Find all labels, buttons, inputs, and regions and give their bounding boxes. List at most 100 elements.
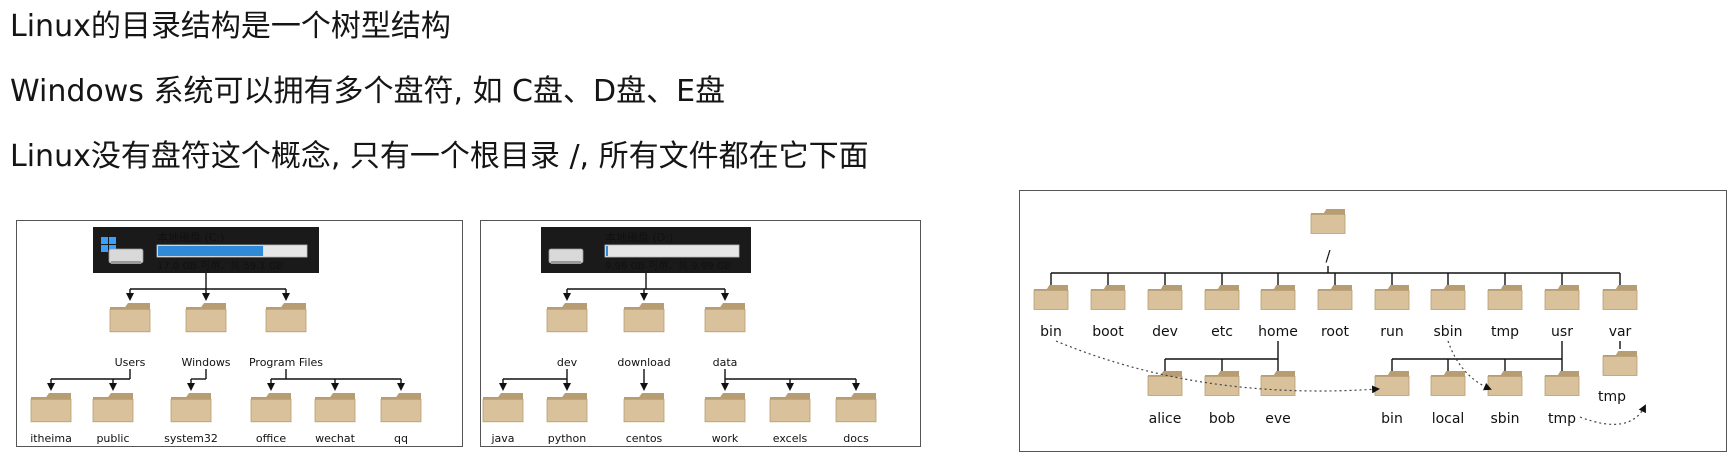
folder-label: sbin [1491, 411, 1520, 427]
folder-root[interactable] [1317, 285, 1353, 310]
folder-qq[interactable] [380, 393, 422, 423]
folder-data[interactable] [704, 303, 746, 333]
drive-space: 17.0 GB 可用，共 59.1 GB [157, 260, 284, 272]
folder-var[interactable] [1602, 285, 1638, 310]
link-tmp-arrow [1579, 404, 1646, 425]
folder-system32[interactable] [170, 393, 212, 423]
heading-linux-root: Linux没有盘符这个概念, 只有一个根目录 /, 所有文件都在它下面 [10, 139, 869, 174]
folder-java[interactable] [482, 393, 524, 423]
folder-label: centos [626, 432, 663, 445]
folder-label: tmp [1491, 324, 1519, 340]
drive-header[interactable]: 本地磁盘 (D:) 9.96 GB 可用，共 9.99 GB [541, 227, 751, 273]
folder-usr-sbin[interactable] [1487, 371, 1523, 396]
folder-bob[interactable] [1204, 371, 1240, 396]
folder-work[interactable] [704, 393, 746, 423]
folder-eve[interactable] [1260, 371, 1296, 396]
usage-bar-fill [606, 246, 608, 256]
drive-name: 本地磁盘 (D:) [605, 230, 673, 244]
folder-label: tmp [1548, 411, 1576, 427]
folder-run[interactable] [1374, 285, 1410, 310]
folder-label: sbin [1434, 324, 1463, 340]
folder-label: dev [1152, 324, 1178, 340]
drive-space: 9.96 GB 可用，共 9.99 GB [605, 260, 732, 272]
folder-program-files[interactable] [265, 303, 307, 333]
folder-label: boot [1092, 324, 1124, 340]
folder-itheima[interactable] [30, 393, 72, 423]
folder-etc[interactable] [1204, 285, 1240, 310]
folder-label: root [1321, 324, 1350, 340]
folder-office[interactable] [250, 393, 292, 423]
folder-label: data [713, 356, 738, 369]
linux-tree-panel: / bin boot dev etc home root run sbin tmp usr var al… [1019, 190, 1727, 452]
folder-label: Users [115, 356, 146, 369]
folder-windows[interactable] [185, 303, 227, 333]
folder-label: bin [1040, 324, 1062, 340]
folder-label: wechat [315, 432, 356, 445]
folder-label: public [96, 432, 129, 445]
folder-label: run [1380, 324, 1404, 340]
folder-label: excels [773, 432, 808, 445]
folder-users[interactable] [109, 303, 151, 333]
linux-tree-diagram: / bin boot dev etc home root run sbin tmp usr var al… [1033, 209, 1646, 427]
folder-label: Program Files [249, 356, 323, 369]
folder-label: etc [1211, 324, 1233, 340]
folder-bin[interactable] [1033, 285, 1069, 310]
folder-label: itheima [30, 432, 72, 445]
drive-name: 本地磁盘 (C:) [157, 230, 224, 244]
folder-label: download [617, 356, 670, 369]
folder-download[interactable] [623, 303, 665, 333]
link-bin-arrow [1055, 340, 1380, 394]
link-sbin-arrow [1447, 340, 1492, 391]
folder-usr-local[interactable] [1430, 371, 1466, 396]
folder-label: usr [1551, 324, 1573, 340]
hard-drive-icon [548, 248, 584, 264]
folder-centos[interactable] [623, 393, 665, 423]
folder-alice[interactable] [1147, 371, 1183, 396]
folder-label: java [490, 432, 514, 445]
folder-label: office [256, 432, 286, 445]
folder-boot[interactable] [1090, 285, 1126, 310]
folder-var-tmp[interactable] [1602, 351, 1638, 376]
folder-usr-bin[interactable] [1374, 371, 1410, 396]
usage-bar-fill [158, 246, 264, 256]
folder-label: work [712, 432, 739, 445]
folder-label: eve [1265, 411, 1291, 427]
root-label: / [1325, 247, 1331, 265]
folder-label: qq [394, 432, 408, 445]
c-drive-tree-diagram: 本地磁盘 (C:) 17.0 GB 可用，共 59.1 GB Users Window… [30, 227, 422, 445]
folder-usr-tmp[interactable] [1544, 371, 1580, 396]
folder-label: system32 [164, 432, 218, 445]
folder-label: bin [1381, 411, 1403, 427]
folder-label: bob [1209, 411, 1235, 427]
folder-label: local [1432, 411, 1465, 427]
folder-label: python [548, 432, 587, 445]
folder-label: alice [1149, 411, 1182, 427]
hard-drive-icon [108, 248, 144, 264]
folder-dev[interactable] [546, 303, 588, 333]
folder-wechat[interactable] [314, 393, 356, 423]
folder-docs[interactable] [835, 393, 877, 423]
folder-usr[interactable] [1544, 285, 1580, 310]
folder-label: Windows [181, 356, 230, 369]
windows-c-drive-panel: 本地磁盘 (C:) 17.0 GB 可用，共 59.1 GB Users Window… [16, 220, 463, 447]
folder-label: dev [557, 356, 578, 369]
folder-label: docs [843, 432, 869, 445]
folder-home[interactable] [1260, 285, 1296, 310]
d-drive-tree-diagram: 本地磁盘 (D:) 9.96 GB 可用，共 9.99 GB dev download… [482, 227, 877, 445]
root-folder[interactable] [1310, 209, 1346, 234]
heading-tree-structure: Linux的目录结构是一个树型结构 [10, 9, 451, 44]
folder-label: tmp [1598, 389, 1626, 405]
heading-windows-drives: Windows 系统可以拥有多个盘符, 如 C盘、D盘、E盘 [10, 74, 726, 109]
folder-label: var [1609, 324, 1632, 340]
folder-label: home [1258, 324, 1298, 340]
windows-d-drive-panel: 本地磁盘 (D:) 9.96 GB 可用，共 9.99 GB dev download… [480, 220, 921, 447]
folder-tmp[interactable] [1487, 285, 1523, 310]
folder-excels[interactable] [769, 393, 811, 423]
folder-dev[interactable] [1147, 285, 1183, 310]
folder-public[interactable] [92, 393, 134, 423]
folder-python[interactable] [546, 393, 588, 423]
windows-logo-icon [101, 237, 116, 252]
folder-sbin[interactable] [1430, 285, 1466, 310]
drive-header[interactable]: 本地磁盘 (C:) 17.0 GB 可用，共 59.1 GB [93, 227, 319, 273]
usage-bar-track [604, 244, 740, 258]
